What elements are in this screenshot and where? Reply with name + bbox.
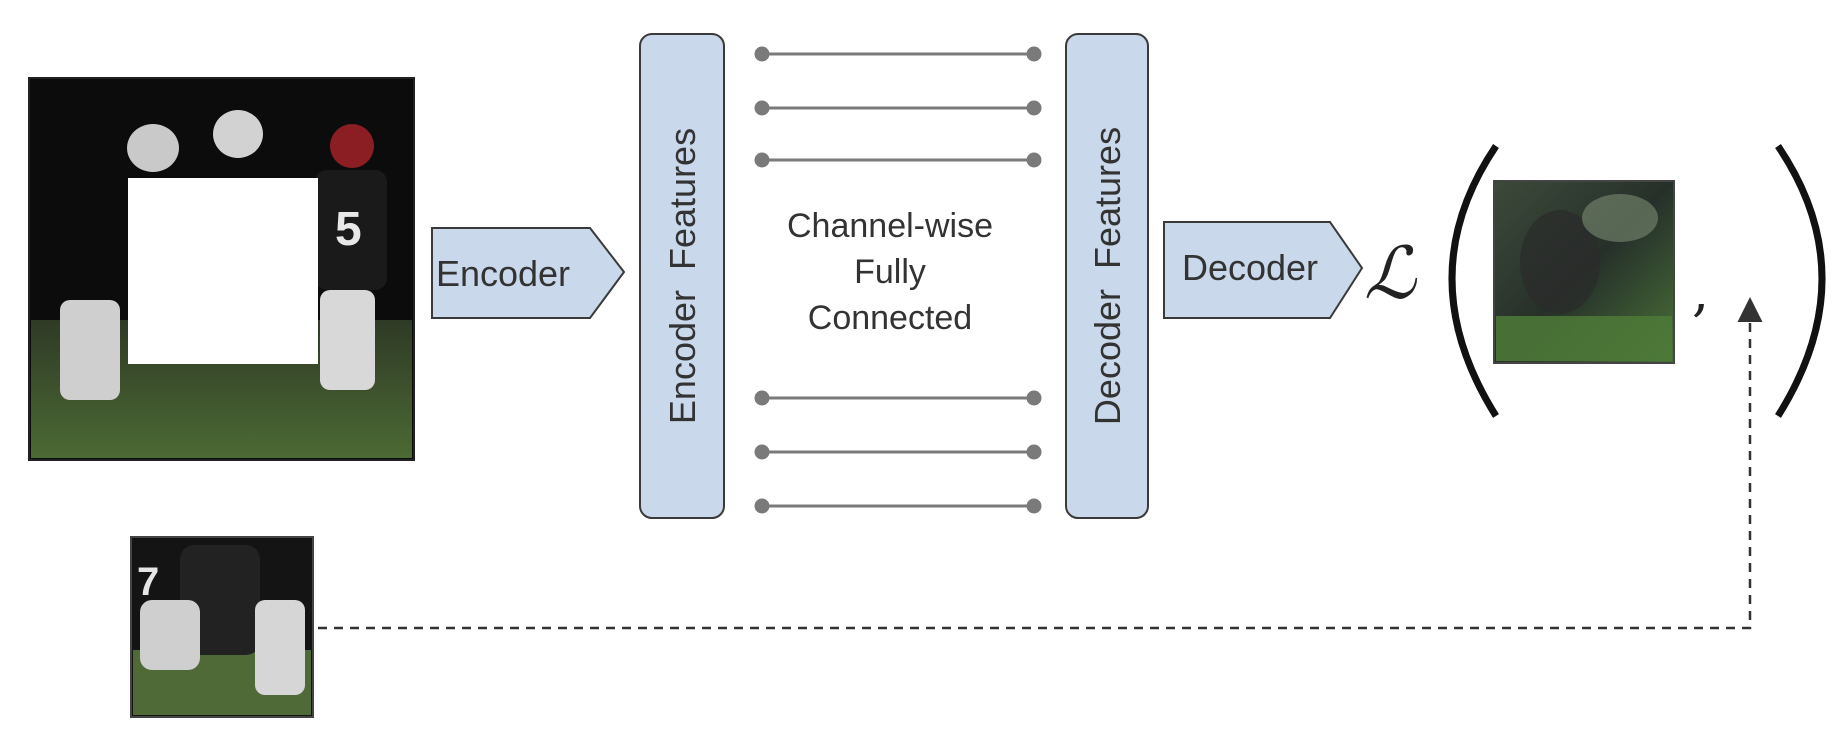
encoder-arrow-shape	[431, 227, 626, 319]
channel-fc-line-1: Channel-wise	[787, 207, 993, 245]
svg-text:7: 7	[137, 560, 159, 604]
decoder-features-bar: Decoder Features	[1065, 33, 1149, 519]
encoder-features-bar: Encoder Features	[639, 33, 725, 519]
fc-line-1	[754, 46, 1042, 62]
encoder-features-label: Encoder Features	[662, 128, 703, 424]
input-image: 5	[28, 77, 415, 461]
channel-fc-connectors	[754, 46, 1042, 514]
channel-fc-line-3: Connected	[808, 299, 972, 337]
ground-truth-patch: 7	[130, 536, 314, 718]
fc-line-4	[754, 390, 1042, 406]
ground-truth-arrow	[318, 297, 1763, 630]
predicted-patch	[1493, 180, 1675, 364]
fc-line-3	[754, 152, 1042, 168]
channel-fc-line-2: Fully	[854, 253, 926, 291]
decoder-features-label: Decoder Features	[1087, 127, 1128, 425]
loss-function: ℒ ,	[1364, 144, 1826, 418]
encoder-block: Encoder	[431, 227, 626, 319]
loss-symbol: ℒ	[1364, 231, 1418, 315]
fc-line-6	[754, 498, 1042, 514]
svg-text:5: 5	[335, 203, 362, 256]
loss-comma: ,	[1692, 260, 1709, 323]
left-paren	[1448, 144, 1499, 418]
right-paren	[1775, 144, 1826, 418]
fc-line-5	[754, 444, 1042, 460]
fc-line-2	[754, 100, 1042, 116]
channel-fc-label: Channel-wise Fully Connected	[787, 207, 993, 337]
decoder-block: Decoder	[1163, 221, 1364, 319]
decoder-arrow-shape	[1163, 221, 1364, 319]
decoder-label: Decoder	[1182, 247, 1318, 288]
encoder-label: Encoder	[436, 253, 570, 294]
